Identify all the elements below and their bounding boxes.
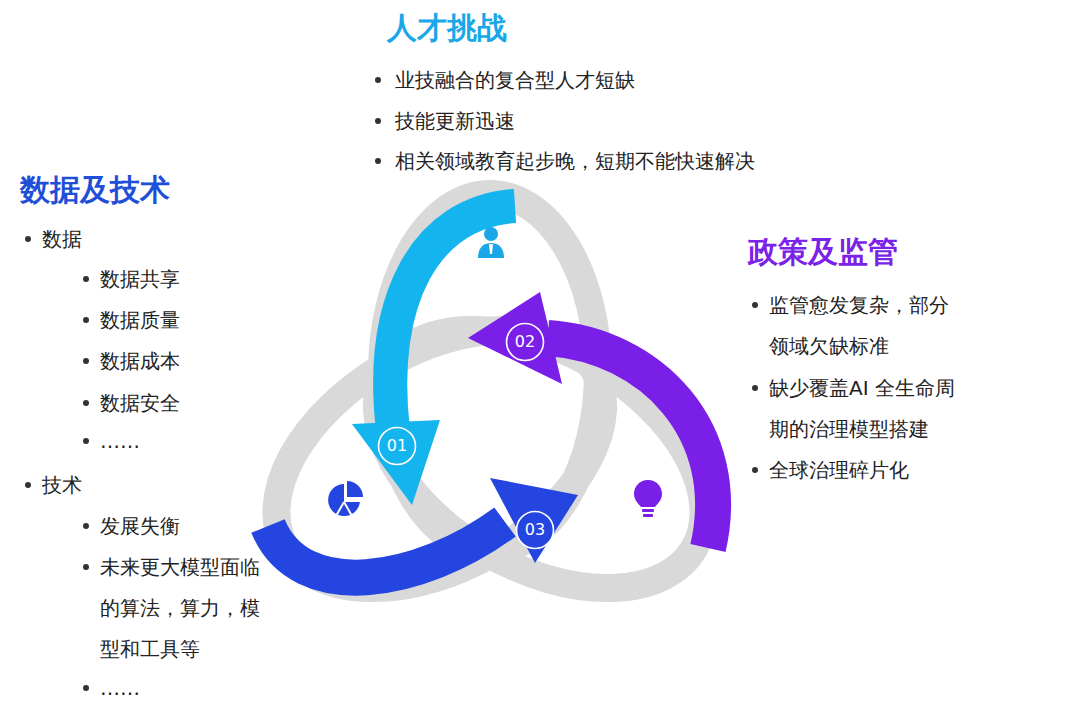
grey-rings (232, 194, 749, 642)
bullet-dot (375, 158, 381, 164)
bullet-text: …… (100, 668, 140, 709)
bullet-text: 缺少覆盖AI 全生命周期的治理模型搭建 (769, 368, 964, 450)
callout-number: 01 (387, 438, 407, 454)
section-heading: 政策及监管 (748, 234, 898, 270)
bullet-text: 监管愈发复杂，部分领域欠缺标准 (769, 285, 964, 367)
bullet-dot (83, 317, 89, 323)
callout-number: 03 (525, 522, 545, 538)
bullet-dot (375, 77, 381, 83)
bullet-text: 数据共享 (100, 259, 180, 300)
bullet-text: 数据质量 (100, 300, 180, 341)
blue-arrow-band (268, 522, 505, 578)
callout-circle: 02 (505, 322, 545, 362)
callout-circle: 01 (377, 426, 417, 466)
bullet-dot (83, 564, 89, 570)
purple-arrow-head (468, 292, 562, 384)
purple-arrow-band (548, 338, 713, 548)
bullet-dot (375, 118, 381, 124)
cyan-arrow-band (390, 206, 515, 430)
bullet-text: 全球治理碎片化 (769, 450, 909, 491)
circle-shape (517, 512, 554, 549)
bullet-text: 业技融合的复合型人才短缺 (395, 60, 635, 101)
bullet-text: 数据安全 (100, 383, 180, 424)
bullet-dot (752, 467, 758, 473)
bullet-dot (83, 523, 89, 529)
bullet-dot (752, 385, 758, 391)
bullet-text: 相关领域教育起步晚，短期不能快速解决 (395, 141, 755, 182)
pie-chart-icon (328, 481, 363, 516)
bullet-dot (25, 482, 31, 488)
cyan-arrow-head (352, 420, 440, 505)
bullet-text: 技能更新迅速 (395, 101, 515, 142)
bullet-text: 数据成本 (100, 341, 180, 382)
bullet-dot (83, 276, 89, 282)
person-icon (478, 227, 504, 258)
circle-shape (379, 428, 416, 465)
bullet-dot (83, 400, 89, 406)
section-heading: 人才挑战 (387, 10, 507, 46)
bullet-text: 发展失衡 (100, 506, 180, 547)
callout-circle: 03 (515, 510, 555, 550)
bullet-dot (83, 438, 89, 444)
circle-shape (507, 324, 544, 361)
section-heading: 数据及技术 (20, 172, 170, 208)
bullet-text: …… (100, 421, 140, 462)
bullet-dot (83, 685, 89, 691)
callout-number: 02 (515, 334, 535, 350)
bullet-text: 未来更大模型面临的算法，算力，模型和工具等 (100, 547, 262, 670)
bullet-dot (25, 236, 31, 242)
bullet-dot (752, 302, 758, 308)
bullet-text: 数据 (42, 219, 82, 260)
bullet-dot (83, 358, 89, 364)
lightbulb-icon (634, 480, 662, 517)
blue-arrow-head (490, 478, 578, 563)
bullet-text: 技术 (42, 465, 82, 506)
